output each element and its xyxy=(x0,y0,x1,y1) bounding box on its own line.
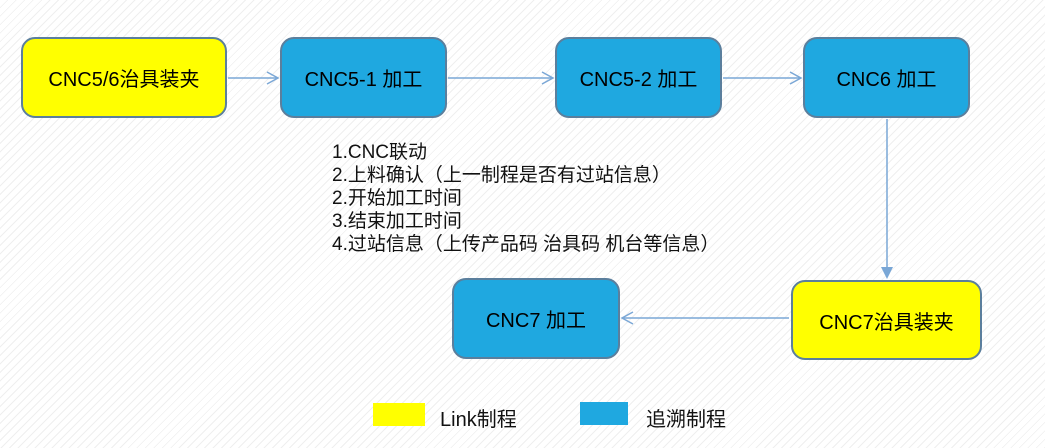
node-cnc7-machining: CNC7 加工 xyxy=(452,278,620,359)
node-cnc6-machining: CNC6 加工 xyxy=(803,37,970,118)
node-label: CNC5/6治具装夹 xyxy=(48,69,200,91)
legend-swatch-trace-process xyxy=(580,402,628,425)
node-label: CNC6 加工 xyxy=(836,69,937,91)
legend-label-trace-process: 追溯制程 xyxy=(646,409,726,431)
node-label: CNC5-2 加工 xyxy=(579,69,698,91)
node-cnc5-2-machining: CNC5-2 加工 xyxy=(555,37,722,118)
arrow-cnc52-to-cnc6 xyxy=(723,71,803,85)
legend-swatch-link-process xyxy=(373,403,425,426)
arrow-fixture56-to-cnc51 xyxy=(228,71,280,85)
node-label: CNC5-1 加工 xyxy=(304,69,423,91)
note-line: 2.上料确认（上一制程是否有过站信息） xyxy=(332,165,671,186)
node-cnc5-1-machining: CNC5-1 加工 xyxy=(280,37,447,118)
note-line: 4.过站信息（上传产品码 治具码 机台等信息） xyxy=(332,234,720,255)
note-line: 3.结束加工时间 xyxy=(332,211,462,232)
note-line: 2.开始加工时间 xyxy=(332,188,462,209)
node-cnc7-fixture-clamp: CNC7治具装夹 xyxy=(791,280,982,360)
arrow-cnc51-to-cnc52 xyxy=(448,71,555,85)
arrow-cnc6-to-fixture7 xyxy=(881,119,893,279)
note-line: 1.CNC联动 xyxy=(332,142,428,163)
node-cnc56-fixture-clamp: CNC5/6治具装夹 xyxy=(21,37,227,118)
legend-label-link-process: Link制程 xyxy=(440,409,517,431)
process-notes-list: 1.CNC联动 2.上料确认（上一制程是否有过站信息） 2.开始加工时间 3.结… xyxy=(332,141,719,256)
node-label: CNC7 加工 xyxy=(485,310,586,332)
arrow-fixture7-to-cnc7 xyxy=(620,311,789,325)
node-label: CNC7治具装夹 xyxy=(819,311,954,334)
